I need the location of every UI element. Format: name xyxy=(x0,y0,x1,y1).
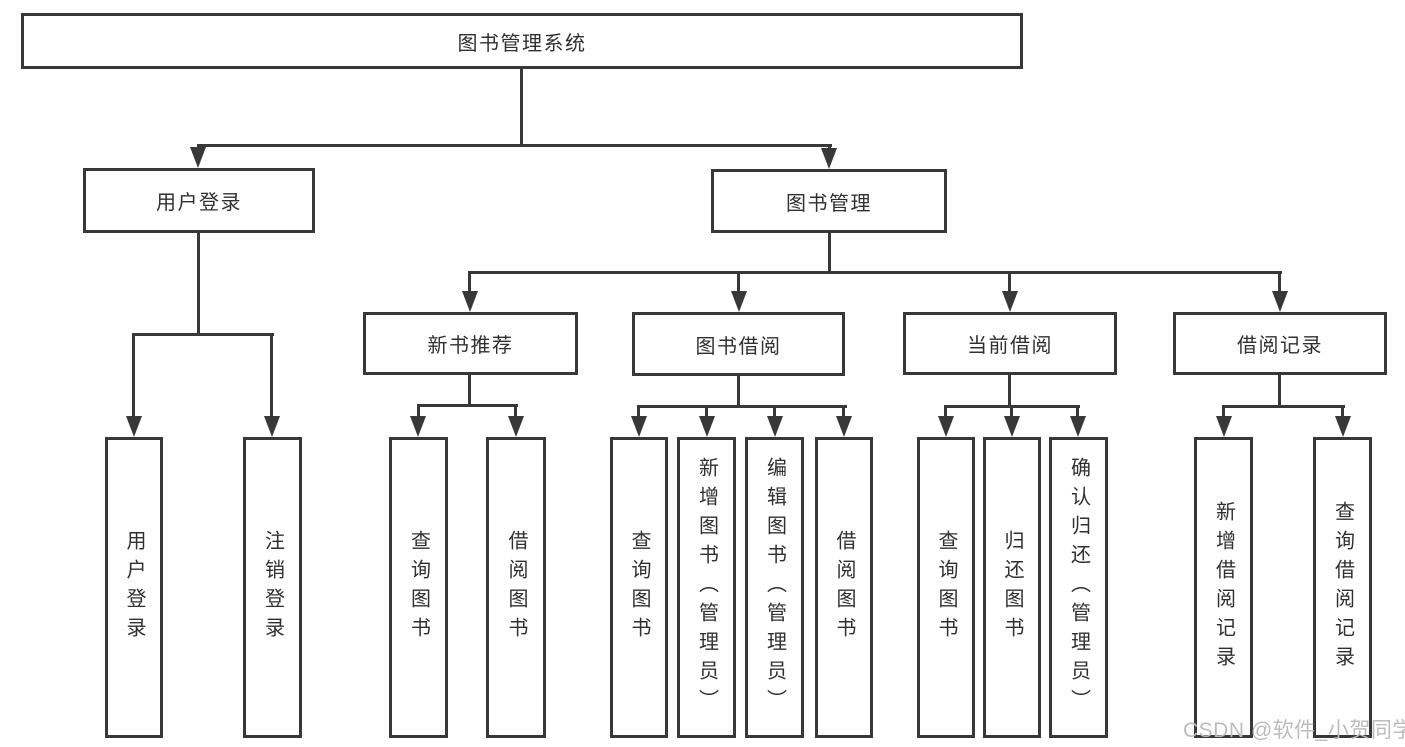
connector-line xyxy=(132,333,135,420)
arrow-down-icon xyxy=(1070,416,1086,437)
node-book-management: 图书管理 xyxy=(711,169,947,233)
node-new-book-recommend: 新书推荐 xyxy=(363,312,578,375)
leaf-query-books-1: 查询图书 xyxy=(389,437,448,738)
connector-line xyxy=(468,375,471,407)
leaf-query-borrow-record: 查询借阅记录 xyxy=(1313,437,1372,738)
node-book-borrow-label: 图书借阅 xyxy=(695,335,782,358)
leaf-edit-book-admin-label: 编辑图书（管理员） xyxy=(763,457,786,718)
connector-line xyxy=(132,333,274,336)
leaf-logout-label: 注销登录 xyxy=(261,529,284,646)
arrow-down-icon xyxy=(938,416,954,437)
connector-line xyxy=(842,405,845,420)
node-book-borrow: 图书借阅 xyxy=(632,312,845,376)
connector-line xyxy=(828,233,831,274)
connector-line xyxy=(197,233,200,336)
connector-line xyxy=(773,405,776,420)
leaf-query-books-2: 查询图书 xyxy=(610,437,668,738)
leaf-borrow-books-1-label: 借阅图书 xyxy=(505,529,527,646)
arrow-down-icon xyxy=(462,291,478,312)
arrow-down-icon xyxy=(264,416,280,437)
arrow-down-icon xyxy=(1335,416,1351,437)
csdn-watermark: CSDN @软件_小贺同学 xyxy=(1183,719,1405,742)
arrow-down-icon xyxy=(836,416,852,437)
node-root: 图书管理系统 xyxy=(21,13,1023,69)
arrow-down-icon xyxy=(410,416,426,437)
arrow-down-icon xyxy=(1216,416,1232,437)
leaf-query-books-2-label: 查询图书 xyxy=(628,529,650,646)
leaf-edit-book-admin: 编辑图书（管理员） xyxy=(745,437,804,738)
connector-line xyxy=(1008,375,1011,408)
leaf-return-book-label: 归还图书 xyxy=(1001,529,1023,646)
leaf-confirm-return-admin: 确认归还（管理员） xyxy=(1049,437,1108,738)
arrow-down-icon xyxy=(731,291,747,312)
leaf-add-book-admin: 新增图书（管理员） xyxy=(677,437,736,738)
leaf-query-borrow-record-label: 查询借阅记录 xyxy=(1331,500,1354,675)
node-borrow-records: 借阅记录 xyxy=(1173,312,1387,375)
connector-line xyxy=(705,405,708,420)
arrow-down-icon xyxy=(631,416,647,437)
node-book-management-label: 图书管理 xyxy=(786,192,872,215)
node-user-login-branch-label: 用户登录 xyxy=(156,192,242,214)
node-borrow-records-label: 借阅记录 xyxy=(1237,335,1323,357)
arrow-down-icon xyxy=(767,416,783,437)
leaf-user-login: 用户登录 xyxy=(105,437,163,738)
arrow-down-icon xyxy=(1002,291,1018,312)
leaf-query-books-3-label: 查询图书 xyxy=(935,529,957,646)
node-current-borrow: 当前借阅 xyxy=(903,312,1117,375)
arrow-down-icon xyxy=(190,147,206,168)
connector-line xyxy=(1278,375,1281,408)
connector-line xyxy=(197,144,832,147)
connector-line xyxy=(737,271,740,296)
connector-line xyxy=(514,404,517,420)
connector-line xyxy=(944,405,947,420)
arrow-down-icon xyxy=(1272,291,1288,312)
leaf-borrow-books-2: 借阅图书 xyxy=(815,437,873,738)
connector-line xyxy=(637,405,640,420)
leaf-borrow-books-2-label: 借阅图书 xyxy=(833,529,855,646)
connector-line xyxy=(737,376,740,408)
connector-line xyxy=(417,404,518,407)
connector-line xyxy=(637,405,847,408)
leaf-return-book: 归还图书 xyxy=(983,437,1041,738)
arrow-down-icon xyxy=(508,416,524,437)
connector-line xyxy=(1076,405,1079,420)
leaf-user-login-label: 用户登录 xyxy=(123,529,145,646)
leaf-borrow-books-1: 借阅图书 xyxy=(486,437,546,738)
leaf-confirm-return-admin-label: 确认归还（管理员） xyxy=(1067,457,1090,718)
leaf-add-book-admin-label: 新增图书（管理员） xyxy=(695,457,718,718)
connector-line xyxy=(1222,405,1225,420)
connector-line xyxy=(468,271,1282,274)
connector-line xyxy=(468,271,471,296)
leaf-add-borrow-record: 新增借阅记录 xyxy=(1194,437,1253,738)
connector-line xyxy=(270,333,273,420)
arrow-down-icon xyxy=(1004,416,1020,437)
connector-line xyxy=(1341,405,1344,420)
node-current-borrow-label: 当前借阅 xyxy=(967,335,1053,357)
connector-line xyxy=(1008,271,1011,296)
arrow-down-icon xyxy=(126,416,142,437)
leaf-query-books-3: 查询图书 xyxy=(917,437,975,738)
connector-line xyxy=(417,404,420,420)
connector-line xyxy=(1278,271,1281,296)
connector-line xyxy=(520,69,523,145)
node-root-label: 图书管理系统 xyxy=(457,32,587,55)
leaf-logout: 注销登录 xyxy=(243,437,302,738)
leaf-query-books-1-label: 查询图书 xyxy=(407,529,430,646)
node-new-book-recommend-label: 新书推荐 xyxy=(427,335,514,357)
node-user-login-branch: 用户登录 xyxy=(83,168,315,233)
leaf-add-borrow-record-label: 新增借阅记录 xyxy=(1212,500,1235,675)
arrow-down-icon xyxy=(699,416,715,437)
arrow-down-icon xyxy=(821,148,837,169)
connector-line xyxy=(1222,405,1345,408)
connector-line xyxy=(1010,405,1013,420)
